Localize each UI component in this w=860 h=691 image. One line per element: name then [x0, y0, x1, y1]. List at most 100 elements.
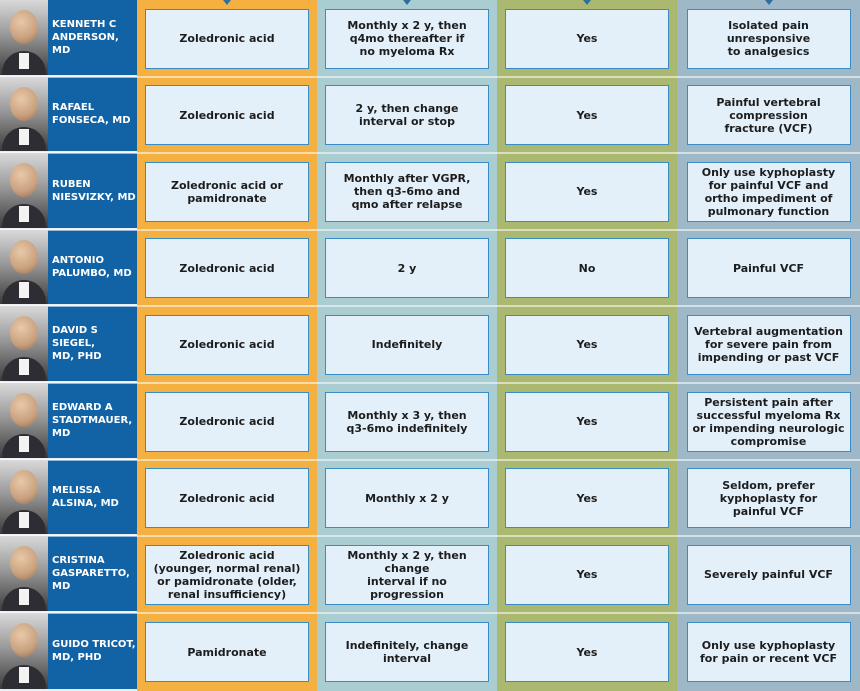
duration-cell: Monthly x 2 y, then q4mo thereafter if n…	[317, 0, 497, 77]
expert-name: ANTONIO PALUMBO, MD	[52, 255, 132, 279]
agent-cell-text: Zoledronic acid	[145, 391, 309, 452]
answer-cell-text: No	[505, 238, 669, 298]
row-divider	[0, 76, 860, 78]
agent-cell: Zoledronic acid	[137, 230, 317, 306]
column-marker-icon	[583, 0, 591, 5]
indication-cell-text: Severely painful VCF	[686, 544, 851, 605]
column-marker-icon	[223, 0, 231, 5]
agent-cell: Zoledronic acid	[137, 306, 317, 383]
expert-photo	[0, 306, 48, 381]
answer-cell: No	[497, 230, 677, 306]
indication-cell-text: Persistent pain after successful myeloma…	[686, 391, 851, 452]
expert-name: DAVID S SIEGEL, MD, PHD	[52, 325, 102, 362]
indication-cell-text: Isolated pain unresponsive to analgesics	[686, 8, 851, 69]
duration-cell-text: Monthly x 2 y, then q4mo thereafter if n…	[325, 8, 489, 69]
expert-row-header: DAVID S SIEGEL, MD, PHD	[0, 306, 137, 383]
column-marker-icon	[764, 0, 773, 5]
duration-cell-text: 2 y, then change interval or stop	[325, 85, 489, 145]
answer-cell-text: Yes	[505, 8, 669, 69]
row-divider	[0, 229, 860, 231]
agent-cell: Zoledronic acid	[137, 460, 317, 536]
expert-name: KENNETH C ANDERSON, MD	[52, 19, 119, 56]
expert-name: RUBEN NIESVIZKY, MD	[52, 178, 136, 203]
answer-cell-text: Yes	[505, 314, 669, 375]
expert-row-header: RUBEN NIESVIZKY, MD	[0, 153, 137, 230]
expert-name: CRISTINA GASPARETTO, MD	[52, 555, 130, 592]
answer-cell: Yes	[497, 153, 677, 230]
answer-cell: Yes	[497, 77, 677, 153]
agent-cell: Zoledronic acid or pamidronate	[137, 153, 317, 230]
expert-row-header: EDWARD A STADTMAUER, MD	[0, 383, 137, 460]
duration-cell-text: Monthly x 2 y, then change interval if n…	[325, 544, 489, 605]
indication-cell: Only use kyphoplasty for pain or recent …	[677, 613, 860, 691]
expert-row-header: KENNETH C ANDERSON, MD	[0, 0, 137, 77]
answer-cell-text: Yes	[505, 468, 669, 528]
row-divider	[0, 305, 860, 307]
duration-cell-text: Monthly x 3 y, then q3-6mo indefinitely	[325, 391, 489, 452]
row-divider	[0, 459, 860, 461]
indication-cell: Isolated pain unresponsive to analgesics	[677, 0, 860, 77]
indication-cell: Painful vertebral compression fracture (…	[677, 77, 860, 153]
expert-name: EDWARD A STADTMAUER, MD	[52, 402, 133, 439]
expert-photo	[0, 536, 48, 611]
indication-cell-text: Painful vertebral compression fracture (…	[686, 85, 851, 145]
agent-cell-text: Zoledronic acid	[145, 314, 309, 375]
indication-cell: Persistent pain after successful myeloma…	[677, 383, 860, 460]
agent-cell: Pamidronate	[137, 613, 317, 691]
agent-cell-text: Zoledronic acid or pamidronate	[145, 161, 309, 222]
indication-cell-text: Vertebral augmentation for severe pain f…	[686, 314, 851, 375]
expert-name: RAFAEL FONSECA, MD	[52, 102, 131, 126]
indication-cell: Vertebral augmentation for severe pain f…	[677, 306, 860, 383]
answer-cell: Yes	[497, 613, 677, 691]
agent-cell-text: Zoledronic acid (younger, normal renal) …	[145, 544, 309, 605]
indication-cell-text: Seldom, prefer kyphoplasty for painful V…	[686, 468, 851, 528]
expert-row-header: GUIDO TRICOT, MD, PHD	[0, 613, 137, 691]
duration-cell: Monthly x 2 y	[317, 460, 497, 536]
expert-name: GUIDO TRICOT, MD, PHD	[52, 639, 136, 663]
answer-cell-text: Yes	[505, 391, 669, 452]
agent-cell: Zoledronic acid	[137, 383, 317, 460]
answer-cell: Yes	[497, 460, 677, 536]
duration-cell-text: Monthly x 2 y	[325, 468, 489, 528]
expert-photo	[0, 613, 48, 689]
expert-row-header: ANTONIO PALUMBO, MD	[0, 230, 137, 306]
answer-cell-text: Yes	[505, 622, 669, 682]
agent-cell: Zoledronic acid (younger, normal renal) …	[137, 536, 317, 613]
answer-cell-text: Yes	[505, 544, 669, 605]
expert-photo	[0, 230, 48, 304]
row-divider	[0, 535, 860, 537]
duration-cell-text: Monthly after VGPR, then q3-6mo and qmo …	[325, 161, 489, 222]
answer-cell-text: Yes	[505, 161, 669, 222]
indication-cell: Only use kyphoplasty for painful VCF and…	[677, 153, 860, 230]
duration-cell: Monthly after VGPR, then q3-6mo and qmo …	[317, 153, 497, 230]
expert-photo	[0, 383, 48, 458]
duration-cell: Monthly x 3 y, then q3-6mo indefinitely	[317, 383, 497, 460]
agent-cell-text: Pamidronate	[145, 622, 309, 682]
expert-row-header: MELISSA ALSINA, MD	[0, 460, 137, 536]
answer-cell: Yes	[497, 306, 677, 383]
duration-cell: 2 y, then change interval or stop	[317, 77, 497, 153]
duration-cell-text: 2 y	[325, 238, 489, 298]
indication-cell: Severely painful VCF	[677, 536, 860, 613]
expert-photo	[0, 77, 48, 151]
expert-photo	[0, 153, 48, 228]
answer-cell: Yes	[497, 383, 677, 460]
duration-cell-text: Indefinitely	[325, 314, 489, 375]
agent-cell: Zoledronic acid	[137, 77, 317, 153]
duration-cell-text: Indefinitely, change interval	[325, 622, 489, 682]
duration-cell: Indefinitely	[317, 306, 497, 383]
indication-cell: Painful VCF	[677, 230, 860, 306]
row-divider	[0, 382, 860, 384]
agent-cell-text: Zoledronic acid	[145, 238, 309, 298]
agent-cell-text: Zoledronic acid	[145, 468, 309, 528]
answer-cell-text: Yes	[505, 85, 669, 145]
expert-row-header: CRISTINA GASPARETTO, MD	[0, 536, 137, 613]
expert-photo	[0, 460, 48, 534]
indication-cell-text: Only use kyphoplasty for painful VCF and…	[686, 161, 851, 222]
answer-cell: Yes	[497, 0, 677, 77]
expert-photo	[0, 0, 48, 75]
expert-name: MELISSA ALSINA, MD	[52, 485, 119, 509]
indication-cell-text: Only use kyphoplasty for pain or recent …	[686, 622, 851, 682]
expert-row-header: RAFAEL FONSECA, MD	[0, 77, 137, 153]
